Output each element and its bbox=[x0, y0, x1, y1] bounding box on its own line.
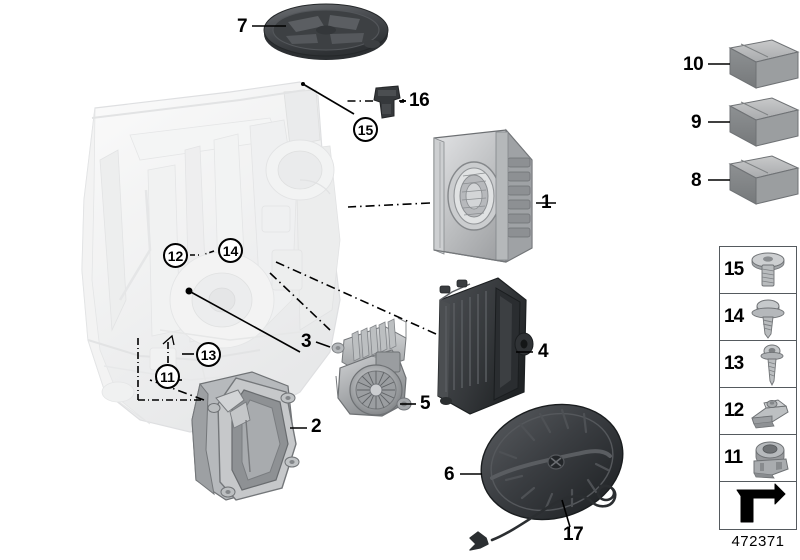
leader-1-dashdot bbox=[347, 202, 431, 208]
document-id: 472371 bbox=[731, 533, 785, 550]
leader-from-dot bbox=[188, 290, 301, 353]
pan-head-screw-icon bbox=[751, 252, 785, 287]
part-16-connector-sensor bbox=[373, 85, 401, 119]
legend-number-13: 13 bbox=[724, 353, 744, 374]
legend-row-12: 12 bbox=[720, 388, 796, 435]
callout-label-4: 4 bbox=[538, 341, 549, 362]
part-17-retaining-tether-cord bbox=[469, 484, 617, 551]
leader-3 bbox=[315, 341, 331, 348]
direction-arrow-icon bbox=[736, 483, 786, 523]
fastener-legend-table: 15 14 13 bbox=[719, 246, 797, 530]
callout-bubble-11: 11 bbox=[155, 364, 180, 389]
callout-label-6: 6 bbox=[444, 464, 455, 485]
part-8-repair-kit-box bbox=[728, 155, 800, 205]
callout-label-2: 2 bbox=[311, 416, 322, 437]
long-torx-screw-icon bbox=[760, 344, 784, 387]
callout-bubble-14: 14 bbox=[218, 238, 243, 263]
rubber-grommet-icon bbox=[753, 441, 789, 479]
callout-label-9: 9 bbox=[691, 112, 702, 133]
callout-bubble-12: 12 bbox=[163, 243, 188, 268]
legend-number-14: 14 bbox=[724, 306, 744, 327]
callout-label-17: 17 bbox=[563, 524, 584, 545]
legend-number-11: 11 bbox=[724, 447, 743, 468]
legend-row-13: 13 bbox=[720, 341, 796, 388]
bracket-13-arrow bbox=[162, 334, 175, 346]
leader-4-dashdot bbox=[275, 261, 437, 335]
legend-row-15: 15 bbox=[720, 247, 796, 294]
callout-label-10: 10 bbox=[683, 54, 704, 75]
part-4-cooling-grille-panel bbox=[437, 277, 534, 415]
legend-row-arrow bbox=[720, 482, 796, 529]
callout-label-8: 8 bbox=[691, 170, 702, 191]
leader-lines bbox=[137, 25, 730, 528]
part-7-round-vent-cap bbox=[263, 3, 389, 60]
callout-label-7: 7 bbox=[237, 16, 248, 37]
sheet-metal-clip-icon bbox=[751, 399, 789, 429]
part-2-headlight-rear-cover-housing bbox=[191, 371, 300, 501]
leader-3-long bbox=[269, 272, 331, 331]
part-10-repair-kit-box bbox=[728, 39, 800, 89]
part-1-control-unit-module bbox=[433, 128, 533, 263]
legend-row-11: 11 bbox=[720, 435, 796, 482]
headlight-housing-ghost bbox=[81, 81, 341, 433]
leader-15 bbox=[302, 83, 355, 115]
callout-label-1: 1 bbox=[541, 192, 552, 213]
part-5-blower-fan bbox=[335, 349, 412, 417]
callout-label-3: 3 bbox=[301, 331, 312, 352]
leader-14 bbox=[204, 250, 215, 255]
legend-number-15: 15 bbox=[724, 259, 744, 280]
flanged-self-tapping-screw-icon bbox=[751, 299, 785, 339]
callout-bubble-15: 15 bbox=[353, 117, 378, 142]
callout-label-5: 5 bbox=[420, 393, 431, 414]
part-6-oval-access-cover bbox=[480, 403, 624, 521]
part-9-repair-kit-box bbox=[728, 97, 800, 147]
legend-number-12: 12 bbox=[724, 400, 744, 421]
callout-bubble-13: 13 bbox=[196, 342, 221, 367]
leader-17 bbox=[561, 499, 571, 528]
legend-row-14: 14 bbox=[720, 294, 796, 341]
callout-label-16: 16 bbox=[409, 90, 430, 111]
